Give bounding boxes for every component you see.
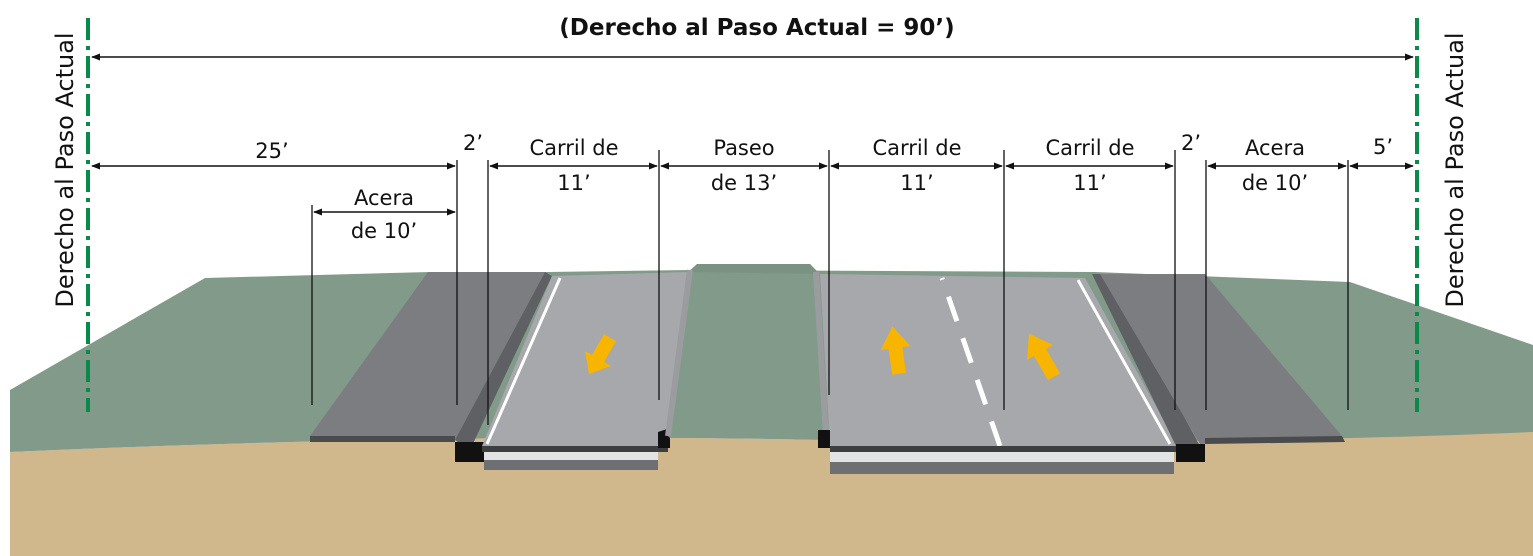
label-right-setback: 5’ [1373, 135, 1393, 159]
right-roadway-base [830, 446, 1178, 452]
right-curb-face [1176, 444, 1205, 462]
label-right-curb: 2’ [1181, 131, 1201, 155]
arrow-southbound-left-lane [585, 334, 617, 375]
right-roadway-sub2 [830, 462, 1174, 474]
ground-soil [10, 430, 1533, 556]
label-median-2: de 13’ [711, 171, 777, 195]
right-median-curb-face [818, 430, 830, 448]
title-label: (Derecho al Paso Actual = 90’) [559, 15, 954, 41]
left-sidewalk [310, 272, 545, 440]
left-roadway-base [482, 446, 668, 452]
right-sidewalk-edge [1205, 436, 1345, 444]
left-edge-stripe [485, 277, 562, 445]
label-left-curb: 2’ [463, 131, 483, 155]
median [668, 264, 830, 438]
left-roadway-sub2 [484, 460, 658, 470]
right-curb [1092, 274, 1200, 446]
label-median-1: Paseo [713, 136, 774, 160]
left-roadway-sub1 [484, 452, 658, 460]
label-lane1-2: 11’ [557, 171, 590, 195]
label-lane2-1: Carril de [872, 136, 961, 160]
left-sidewalk-edge [310, 436, 455, 442]
right-roadway-sub1 [830, 452, 1174, 462]
row-label-right: Derecho al Paso Actual [1441, 32, 1469, 307]
row-label-left: Derecho al Paso Actual [51, 32, 79, 307]
right-edge-stripe [1076, 279, 1172, 445]
label-lane3-2: 11’ [1073, 171, 1106, 195]
label-lane2-2: 11’ [900, 171, 933, 195]
median-left-edge [665, 269, 693, 437]
extension-lines [311, 150, 1349, 425]
left-curb [455, 272, 552, 450]
label-left-setback: 25’ [255, 139, 288, 163]
label-right-sidewalk-1: Acera [1245, 136, 1305, 160]
arrow-northbound-lane2 [1027, 333, 1061, 381]
label-right-sidewalk-2: de 10’ [1242, 171, 1308, 195]
right-roadway [820, 274, 1178, 446]
arrow-northbound-lane1 [880, 326, 911, 375]
label-left-sidewalk-1: Acera [354, 186, 414, 210]
label-lane1-1: Carril de [529, 136, 618, 160]
left-roadway [482, 272, 688, 446]
median-top [690, 264, 818, 274]
label-left-sidewalk-2: de 10’ [351, 219, 417, 243]
median-right-edge [813, 271, 829, 437]
right-sidewalk [1100, 274, 1342, 444]
lane-divider-dashed [939, 277, 1003, 447]
label-lane3-1: Carril de [1045, 136, 1134, 160]
left-curb-face [455, 442, 485, 462]
